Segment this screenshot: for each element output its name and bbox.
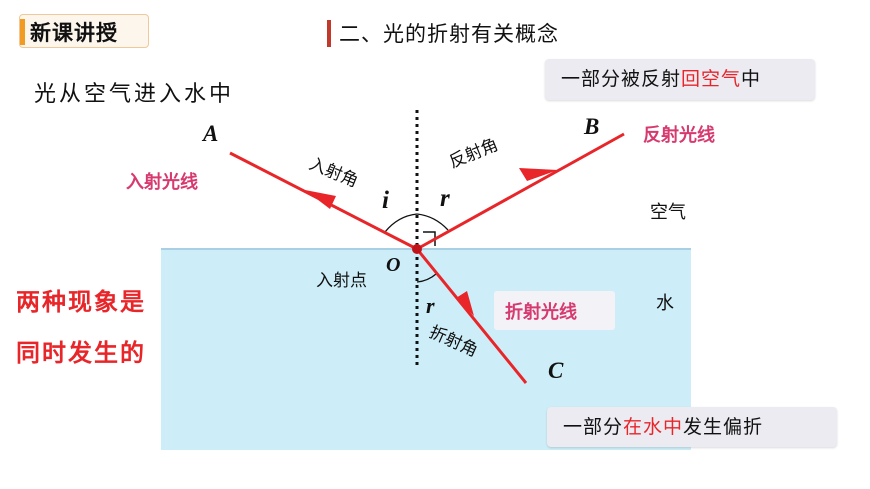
section-title-bar <box>327 20 331 47</box>
incidence-angle-arc <box>384 213 418 233</box>
point-a-label: A <box>201 121 218 146</box>
reflection-callout: 一部分被反射回空气中 <box>545 59 815 100</box>
reflected-ray-label: 反射光线 <box>643 124 715 146</box>
badge-accent-bar <box>20 19 25 45</box>
refracted-ray-arrow <box>456 291 474 316</box>
refracted-ray <box>415 248 528 384</box>
badge-label: 新课讲授 <box>30 21 118 45</box>
section-title: 二、光的折射有关概念 <box>339 22 559 46</box>
refraction-angle-arc <box>416 273 437 283</box>
reflected-ray <box>416 132 625 251</box>
reflection-callout-text: 一部分被反射 <box>561 68 682 90</box>
point-o-label: O <box>386 254 400 276</box>
incident-ray-label: 入射光线 <box>126 171 198 193</box>
refraction-angle-symbol: r <box>426 293 435 318</box>
incidence-point-dot <box>412 244 422 254</box>
refracted-ray-label: 折射光线 <box>505 301 577 323</box>
section-badge: 新课讲授 <box>19 14 149 48</box>
incidence-angle-label: 入射角 <box>306 154 361 192</box>
air-label: 空气 <box>650 202 686 223</box>
right-angle-mark <box>423 231 436 246</box>
reflection-angle-label: 反射角 <box>446 135 501 173</box>
refraction-callout-text: 一部分 <box>563 416 624 438</box>
side-note-line1: 两种现象是 <box>16 288 146 316</box>
reflected-ray-arrow <box>519 168 558 181</box>
refracted-ray-label-box <box>494 291 615 330</box>
reflection-angle-symbol: r <box>440 185 450 212</box>
lead-text: 光从空气进入水中 <box>34 82 235 107</box>
point-b-label: B <box>583 114 599 139</box>
refraction-callout-highlight: 在水中 <box>623 416 684 438</box>
water-label: 水 <box>656 293 674 314</box>
reflection-callout-highlight: 回空气 <box>681 68 742 90</box>
reflection-angle-arc <box>416 213 449 231</box>
incident-ray-arrow <box>305 190 336 209</box>
incidence-point-label: 入射点 <box>316 271 367 291</box>
refraction-callout: 一部分在水中发生偏折 <box>547 407 837 447</box>
reflection-callout-suffix: 中 <box>741 68 762 90</box>
incidence-angle-symbol: i <box>382 187 389 214</box>
side-note-line2: 同时发生的 <box>16 339 146 367</box>
point-c-label: C <box>548 358 564 383</box>
refraction-callout-suffix: 发生偏折 <box>683 416 764 438</box>
